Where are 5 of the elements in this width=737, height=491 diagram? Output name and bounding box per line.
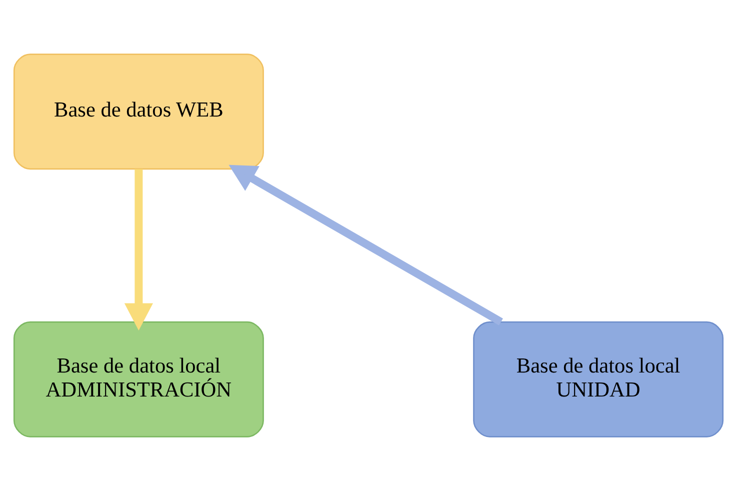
arrow bbox=[124, 169, 154, 331]
node-box: Base de datos local UNIDAD bbox=[473, 321, 724, 438]
arrow bbox=[228, 164, 503, 326]
node-box: Base de datos WEB bbox=[13, 54, 264, 170]
node-box: Base de datos local ADMINISTRACIÓN bbox=[13, 321, 264, 438]
